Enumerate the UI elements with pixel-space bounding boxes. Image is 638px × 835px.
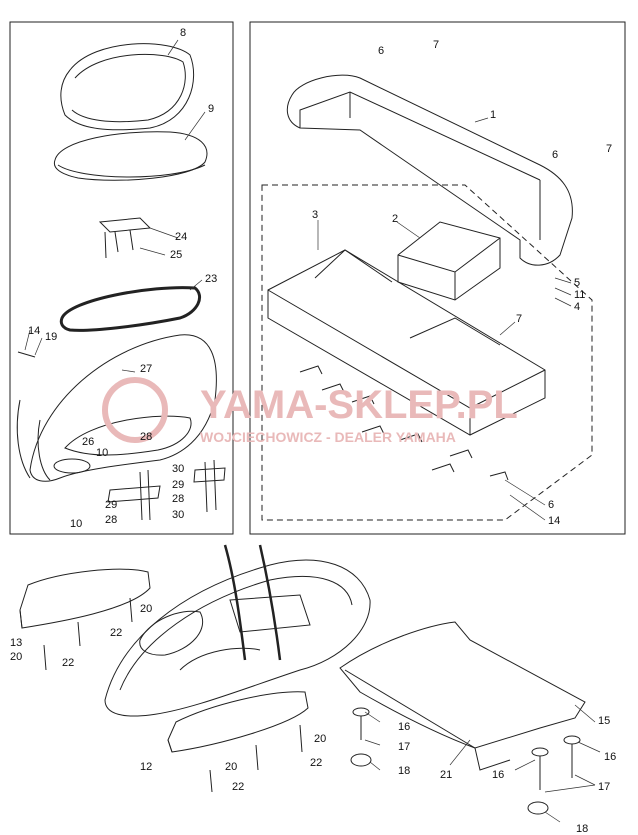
callout-3: 3 [312,209,318,221]
callout-28c: 28 [105,514,117,526]
callout-28a: 28 [140,431,152,443]
callout-22c: 22 [310,757,322,769]
callout-6c: 6 [548,499,554,511]
callout-20a: 20 [140,603,152,615]
hull-part [104,544,371,717]
callout-28b: 28 [172,493,184,505]
callout-22d: 22 [232,781,244,793]
hatch-cover-part [339,621,586,771]
yamaha-logo [102,377,168,443]
callout-5: 5 [574,277,580,289]
callout-25: 25 [170,249,182,261]
callout-1: 1 [490,109,496,121]
callout-labels: 8 9 24 25 23 14 19 27 26 28 10 30 29 28 … [10,27,616,835]
seat-bracket-part [98,217,152,259]
callout-6a: 6 [378,45,384,57]
callout-13: 13 [10,637,22,649]
clip-hardware [299,365,509,481]
callout-21: 21 [440,769,452,781]
callout-22b: 22 [62,657,74,669]
callout-26: 26 [82,436,94,448]
callout-29b: 29 [105,499,117,511]
callout-10a: 10 [96,447,108,459]
bolt-hardware [43,597,303,793]
cooler-box-part [267,249,546,436]
callout-7c: 7 [516,313,522,325]
callout-18a: 18 [398,765,410,777]
callout-9: 9 [208,103,214,115]
callout-6b: 6 [552,149,558,161]
callout-20b: 20 [10,651,22,663]
right-panel-frame [249,21,626,535]
seat-rail-part [286,74,573,266]
callout-15: 15 [598,715,610,727]
left-cushion-part [19,568,151,629]
seat-cushion-part [53,131,208,181]
callout-16b: 16 [492,769,504,781]
callout-10b: 10 [70,518,82,530]
callout-22a: 22 [110,627,122,639]
callout-14a: 14 [28,325,40,337]
callout-8: 8 [180,27,186,39]
seal-ring-part [59,286,201,332]
callout-24: 24 [175,231,187,243]
callout-17a: 17 [398,741,410,753]
callout-16a: 16 [398,721,410,733]
callout-12: 12 [140,761,152,773]
right-cushion-part [167,691,309,753]
callout-16c: 16 [604,751,616,763]
callout-11: 11 [574,289,585,301]
storage-bin-part [16,334,217,482]
bin-hardware [17,351,226,521]
callout-18b: 18 [576,823,588,835]
callout-23: 23 [205,273,217,285]
left-panel-frame [9,21,234,535]
callout-20c: 20 [314,733,326,745]
watermark: YAMA-SKLEP.PL WOJCIECHOWICZ - DEALER YAM… [102,377,518,445]
callout-2: 2 [392,213,398,225]
seat-backrest-part [60,43,195,131]
callout-19: 19 [45,331,57,343]
watermark-sub-text: WOJCIECHOWICZ - DEALER YAMAHA [200,429,456,445]
callout-7a: 7 [433,39,439,51]
callout-17b: 17 [598,781,610,793]
callout-30b: 30 [172,509,184,521]
callout-4: 4 [574,301,580,313]
callout-14b: 14 [548,515,560,527]
callout-27: 27 [140,363,152,375]
bumper-hardware [350,707,581,815]
callout-20d: 20 [225,761,237,773]
dashed-frame [261,184,593,521]
callout-29a: 29 [172,479,184,491]
watermark-main-text: YAMA-SKLEP.PL [200,383,518,427]
callout-30a: 30 [172,463,184,475]
leader-lines [24,39,601,823]
callout-7b: 7 [606,143,612,155]
